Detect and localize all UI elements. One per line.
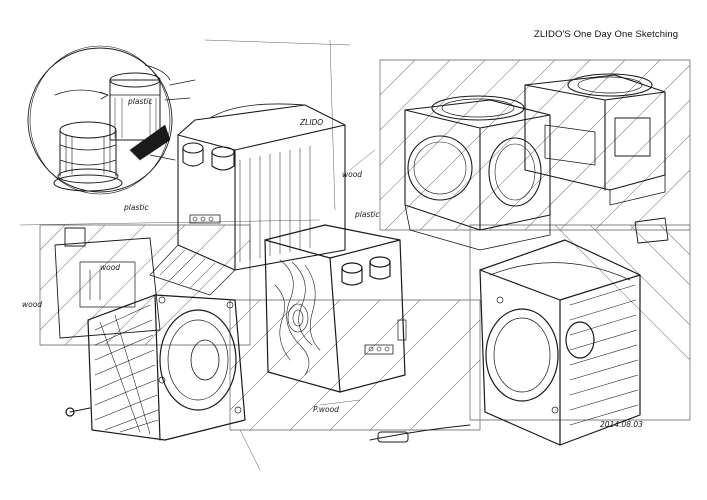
annotation-plastic: plastic <box>124 203 149 212</box>
driver-speaker-sketch <box>65 294 246 441</box>
annotation-plastic: plastic <box>128 97 153 106</box>
annotation-wood: wood <box>100 263 121 272</box>
knob-speaker-sketch <box>149 103 346 296</box>
page-title: ZLIDO'S One Day One Sketching <box>534 29 679 40</box>
wood-speaker-sketch <box>264 224 407 393</box>
annotation-brand: ZLIDO <box>300 118 324 127</box>
annotation-wood: wood <box>342 170 363 179</box>
construction-lines <box>19 39 376 471</box>
annotation-wood: wood <box>22 300 43 309</box>
annotation-signature: 2014.08.03 <box>600 420 643 429</box>
outline-unit-sketch <box>54 227 161 339</box>
background-hatching <box>39 59 691 431</box>
cube-speakers-sketch <box>404 73 666 251</box>
annotation-plastic: plastic <box>355 210 380 219</box>
annotation-pwood: P.wood <box>313 405 339 414</box>
right-speaker-sketch <box>369 217 669 446</box>
dome-speaker-sketch <box>27 45 196 195</box>
